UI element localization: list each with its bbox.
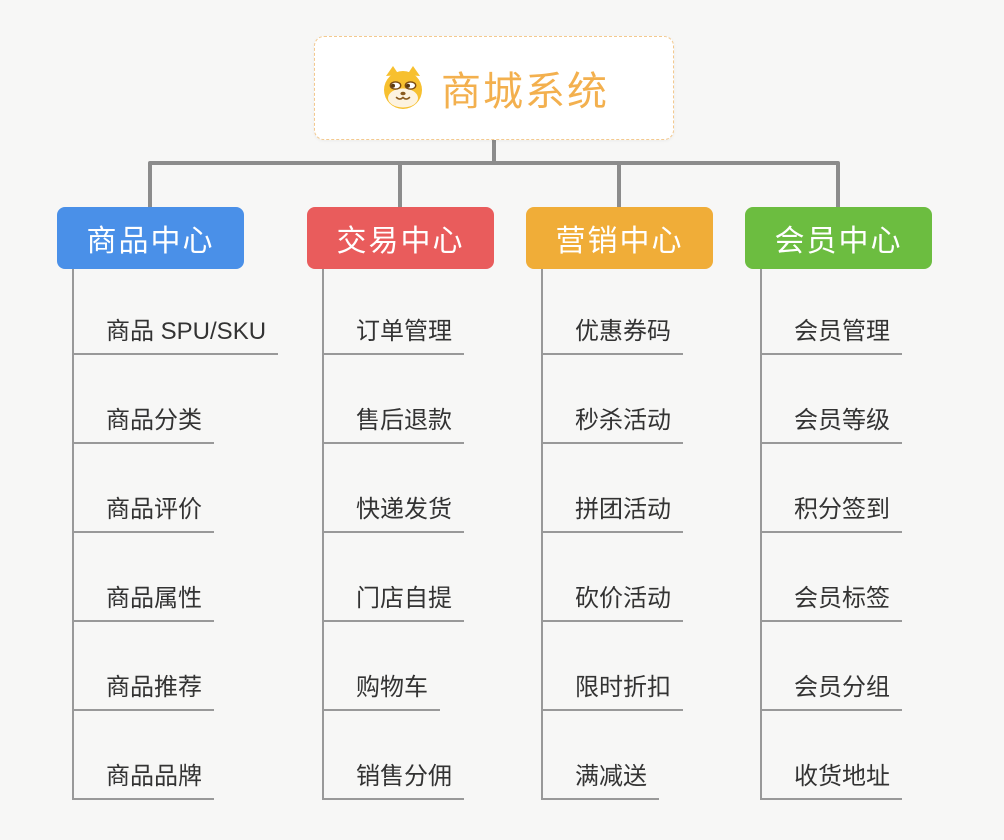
list-item[interactable]: 会员分组 [760,622,965,711]
item-label: 快递发货 [322,489,464,533]
branch-trade-center: 交易中心 订单管理 售后退款 快递发货 门店自提 购物车 销售分佣 [307,207,527,800]
list-item[interactable]: 拼团活动 [541,444,746,533]
list-item[interactable]: 商品属性 [72,533,277,622]
item-label: 砍价活动 [541,578,683,622]
branch-label: 商品中心 [86,225,215,258]
item-label: 秒杀活动 [541,400,683,444]
list-item[interactable]: 门店自提 [322,533,527,622]
branch-item-list: 商品 SPU/SKU 商品分类 商品评价 商品属性 商品推荐 商品品牌 [72,269,279,800]
item-label: 商品分类 [72,400,214,444]
branch-node-member-center[interactable]: 会员中心 [745,207,932,269]
list-item[interactable]: 商品分类 [72,355,277,444]
list-item[interactable]: 秒杀活动 [541,355,746,444]
list-item[interactable]: 销售分佣 [322,711,527,800]
list-item[interactable]: 商品 SPU/SKU [72,269,279,355]
list-item[interactable]: 会员标签 [760,533,965,622]
list-item[interactable]: 订单管理 [322,269,527,355]
list-item[interactable]: 砍价活动 [541,533,746,622]
item-label: 商品属性 [72,578,214,622]
branch-node-trade-center[interactable]: 交易中心 [307,207,494,269]
item-label: 商品评价 [72,489,214,533]
item-label: 商品品牌 [72,756,214,800]
item-label: 收货地址 [760,756,902,800]
item-label: 拼团活动 [541,489,683,533]
branch-label: 营销中心 [555,225,684,258]
item-label: 销售分佣 [322,756,464,800]
list-item[interactable]: 积分签到 [760,444,965,533]
branch-label: 交易中心 [336,225,465,258]
item-label: 优惠券码 [541,311,683,355]
branch-label: 会员中心 [774,225,903,258]
item-label: 满减送 [541,756,659,800]
dog-face-icon [384,66,422,109]
list-item[interactable]: 会员管理 [760,269,965,355]
item-label: 会员管理 [760,311,902,355]
branch-item-list: 订单管理 售后退款 快递发货 门店自提 购物车 销售分佣 [322,269,527,800]
item-label: 购物车 [322,667,440,711]
list-item[interactable]: 会员等级 [760,355,965,444]
branch-item-list: 会员管理 会员等级 积分签到 会员标签 会员分组 收货地址 [760,269,965,800]
list-item[interactable]: 满减送 [541,711,746,800]
list-item[interactable]: 售后退款 [322,355,527,444]
list-item[interactable]: 商品推荐 [72,622,277,711]
branch-marketing-center: 营销中心 优惠券码 秒杀活动 拼团活动 砍价活动 限时折扣 满减送 [526,207,746,800]
list-item[interactable]: 快递发货 [322,444,527,533]
list-item[interactable]: 收货地址 [760,711,965,800]
branch-node-marketing-center[interactable]: 营销中心 [526,207,713,269]
item-label: 会员标签 [760,578,902,622]
branch-node-product-center[interactable]: 商品中心 [57,207,244,269]
item-label: 限时折扣 [541,667,683,711]
item-label: 商品推荐 [72,667,214,711]
branch-item-list: 优惠券码 秒杀活动 拼团活动 砍价活动 限时折扣 满减送 [541,269,746,800]
list-item[interactable]: 优惠券码 [541,269,746,355]
item-label: 会员等级 [760,400,902,444]
branch-member-center: 会员中心 会员管理 会员等级 积分签到 会员标签 会员分组 收货地址 [745,207,965,800]
item-label: 售后退款 [322,400,464,444]
list-item[interactable]: 商品评价 [72,444,277,533]
branch-product-center: 商品中心 商品 SPU/SKU 商品分类 商品评价 商品属性 商品推荐 商品品牌 [57,207,279,800]
item-label: 会员分组 [760,667,902,711]
root-node-mall-system[interactable]: 商城系统 [314,36,674,140]
list-item[interactable]: 购物车 [322,622,527,711]
root-title: 商城系统 [441,70,609,114]
item-label: 商品 SPU/SKU [72,311,279,355]
item-label: 订单管理 [322,311,464,355]
item-label: 积分签到 [760,489,902,533]
list-item[interactable]: 限时折扣 [541,622,746,711]
list-item[interactable]: 商品品牌 [72,711,277,800]
item-label: 门店自提 [322,578,464,622]
